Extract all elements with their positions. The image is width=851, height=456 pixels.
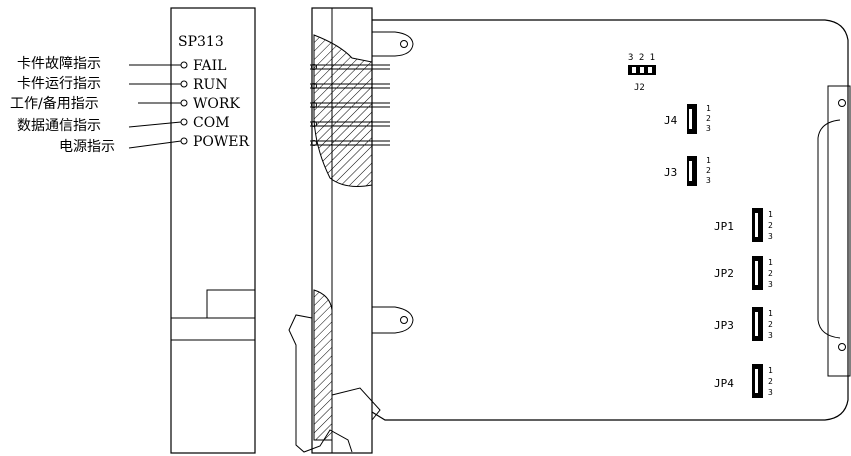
jumper-j2-pins: 3 2 1 [628, 53, 655, 63]
mid-mount-hole-icon [400, 316, 408, 324]
indicator-work-code: WORK [193, 96, 240, 112]
backplane-connector [817, 85, 851, 377]
lower-hatch-area [313, 289, 333, 441]
jumper-j2: 3 2 1 J2 [628, 53, 656, 93]
jumper-pin-2: 2 [768, 221, 773, 230]
pcb-outline [371, 19, 849, 421]
indicator-run-code: RUN [193, 77, 228, 93]
light-pipe-end-icon [311, 64, 317, 70]
jumper-pin-3: 3 [768, 232, 773, 241]
indicator-power-desc: 电源指示 [59, 139, 115, 155]
indicator-power-led-icon [180, 137, 188, 145]
jumper-pin-3: 3 [768, 388, 773, 397]
jumper-pin-2: 2 [768, 269, 773, 278]
jumper-j2-pin [648, 67, 652, 73]
connector-screw-icon [838, 99, 846, 107]
light-pipe-end-icon [311, 140, 317, 146]
jumper-slot [755, 312, 758, 336]
jumper-pin-1: 1 [706, 156, 711, 165]
indicator-com-led-icon [180, 118, 188, 126]
indicator-fail-desc: 卡件故障指示 [17, 56, 101, 72]
light-pipe-end-icon [311, 83, 317, 89]
indicator-power: 电源指示 POWER [59, 134, 250, 155]
light-pipe-end-icon [311, 121, 317, 127]
jumper-jp1: JP1 1 2 3 [714, 208, 773, 242]
jumper-jp2: JP2 1 2 3 [714, 256, 773, 290]
jumper-pin-1: 1 [768, 258, 773, 267]
ejector-handle [288, 314, 353, 453]
jumper-pin-1: 1 [768, 366, 773, 375]
indicator-com: 数据通信指示 COM [17, 115, 230, 134]
side-plate [311, 7, 373, 454]
indicator-run: 卡件运行指示 RUN [17, 76, 228, 93]
indicator-work-desc: 工作/备用指示 [10, 95, 99, 112]
indicator-com-code: COM [193, 115, 230, 131]
jumper-j2-label: J2 [634, 83, 645, 93]
jumper-jp3: JP3 1 2 3 [714, 307, 773, 341]
jumper-pin-2: 2 [706, 114, 711, 123]
connector-screw-icon [838, 343, 846, 351]
jumper-jp4: JP4 1 2 3 [714, 364, 773, 398]
indicator-com-leader [128, 121, 182, 128]
jumper-pin-2: 2 [706, 166, 711, 175]
led-light-pipes [310, 64, 390, 146]
indicator-fail: 卡件故障指示 FAIL [17, 56, 226, 74]
jumper-slot [689, 109, 692, 129]
jumper-pin-2: 2 [768, 320, 773, 329]
jumper-pin-2: 2 [768, 377, 773, 386]
jumper-label: JP2 [714, 267, 734, 280]
jumper-pin-1: 1 [706, 104, 711, 113]
side-view: 3 2 1 J2 J4 1 2 3 J3 1 2 3 JP1 [288, 7, 851, 454]
jumper-pin-3: 3 [768, 331, 773, 340]
front-panel: SP313 [170, 7, 256, 454]
jumper-slot [755, 369, 758, 393]
jumper-label: J3 [664, 166, 677, 179]
front-panel-outline [170, 7, 256, 454]
led-hatch-area [313, 34, 373, 187]
jumper-pin-1: 1 [768, 210, 773, 219]
jumper-j2-pin [640, 67, 644, 73]
panel-window [206, 289, 256, 319]
jumper-j3: J3 1 2 3 [664, 156, 711, 186]
indicator-run-led-icon [180, 80, 188, 88]
indicator-fail-code: FAIL [193, 58, 226, 74]
indicator-power-leader [128, 140, 182, 149]
mid-mounting-tab [372, 306, 414, 334]
indicator-fail-led-icon [180, 61, 188, 69]
indicator-work-led-icon [180, 99, 188, 107]
indicator-com-desc: 数据通信指示 [17, 118, 101, 134]
ejector-lever [331, 387, 381, 421]
connector-shell [817, 119, 841, 339]
jumper-slot [755, 261, 758, 285]
jumper-pin-3: 3 [768, 280, 773, 289]
jumper-label: JP4 [714, 377, 734, 390]
jumper-pin-1: 1 [768, 309, 773, 318]
light-pipe-end-icon [311, 102, 317, 108]
connector-flange [827, 85, 851, 377]
indicator-work: 工作/备用指示 WORK [10, 95, 240, 112]
jumper-pin-3: 3 [706, 124, 711, 133]
top-mounting-tab [372, 31, 414, 57]
jumper-label: J4 [664, 114, 678, 127]
jumper-label: JP3 [714, 319, 734, 332]
jumper-slot [689, 161, 692, 181]
indicator-list: 卡件故障指示 FAIL 卡件运行指示 RUN 工作/备用指示 WORK 数据通信… [10, 56, 250, 155]
jumper-pin-3: 3 [706, 176, 711, 185]
top-mount-hole-icon [400, 40, 408, 48]
jumper-slot [755, 213, 758, 237]
indicator-power-code: POWER [193, 134, 250, 150]
indicator-run-desc: 卡件运行指示 [17, 76, 101, 92]
jumper-j4: J4 1 2 3 [664, 104, 711, 134]
jumper-j2-pin [632, 67, 636, 73]
jumper-label: JP1 [714, 220, 734, 233]
model-label: SP313 [178, 34, 224, 50]
